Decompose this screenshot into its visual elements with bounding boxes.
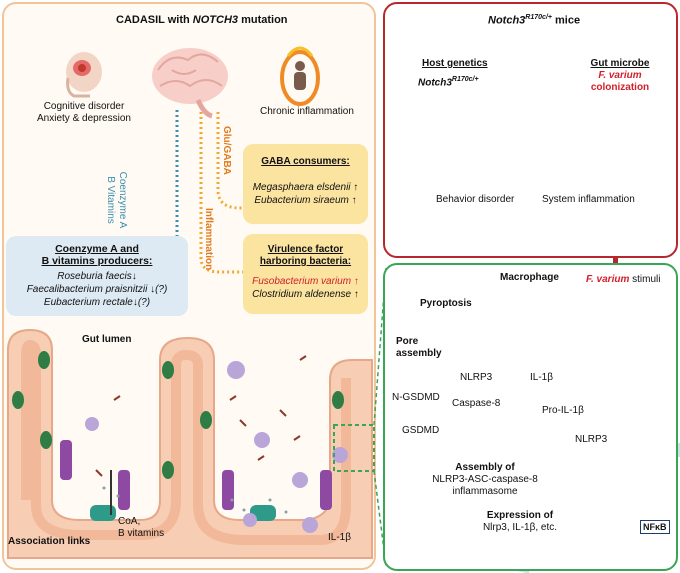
gut-microbe-title: Gut microbe: [590, 58, 650, 69]
mice-panel: [383, 2, 678, 258]
gaba-item: Megasphaera elsdenii ↑: [252, 182, 359, 193]
expression-text: Nlrp3, IL-1β, etc.: [482, 522, 558, 533]
brain-icon: [152, 48, 228, 119]
coa-item: Eubacterium rectale↓(?): [43, 297, 151, 308]
assembly-title: Assembly of: [455, 462, 515, 473]
microbe-action: colonization: [590, 82, 650, 93]
chronic-inflammation-label: Chronic inflammation: [260, 106, 354, 117]
coa-item: Roseburia faecis↓: [57, 271, 137, 282]
gaba-box: GABA consumers: Megasphaera elsdenii ↑ E…: [243, 144, 368, 224]
gut-villi-illustration: [7, 328, 373, 559]
macrophage-title: Macrophage: [500, 272, 559, 283]
il1b-left-label: IL-1β: [328, 532, 351, 543]
ngsdmd-label: N-GSDMD: [392, 392, 440, 403]
zoom-box: [333, 424, 375, 472]
nlrp3-top-label: NLRP3: [460, 372, 493, 383]
virulence-item: Fusobacterium varium ↑: [252, 276, 359, 287]
link-label-inflammation: Inflammation: [203, 208, 214, 271]
system-label: System inflammation: [542, 194, 635, 205]
gut-lumen-label: Gut lumen: [82, 334, 132, 345]
left-title: CADASIL with NOTCH3 mutation: [116, 14, 288, 26]
nfkb-box: NFκB: [640, 520, 670, 534]
virulence-item: Clostridium aldenense ↑: [252, 289, 359, 300]
mice-title: Notch3R170c/+ mice: [488, 14, 581, 27]
coa-bottom-label: CoA,B vitamins: [118, 516, 165, 539]
stimuli-label: F. varium stimuli: [586, 274, 661, 285]
macrophage-panel: [383, 263, 678, 571]
pyroptosis-label: Pyroptosis: [420, 298, 472, 309]
legend-label: Association links: [8, 536, 91, 547]
gsdmd-label: GSDMD: [402, 425, 440, 436]
host-genetics-title: Host genetics: [422, 58, 488, 69]
link-glu: [216, 112, 243, 210]
head-icon: [66, 52, 102, 98]
host-gene: Notch3R170c/+: [418, 76, 479, 89]
caspase-label: Caspase-8: [452, 398, 501, 409]
il1b-mac-label: IL-1β: [530, 372, 553, 383]
behavior-label: Behavior disorder: [436, 194, 515, 205]
pro-il1b-label: Pro-IL-1β: [542, 405, 584, 416]
microbe-name: F. varium: [598, 70, 642, 81]
nlrp3-mid-label: NLRP3: [575, 434, 608, 445]
inflamed-person-icon: [280, 46, 320, 106]
link-inflammation: [199, 112, 243, 274]
link-label-glu: Glu/GABA: [221, 126, 232, 175]
expression-title: Expression of: [486, 510, 554, 521]
gaba-title: GABA consumers:: [261, 156, 350, 167]
coa-item: Faecalibacterium praisnitzii ↓(?): [26, 284, 168, 295]
gaba-item: Eubacterium siraeum ↑: [254, 195, 357, 206]
